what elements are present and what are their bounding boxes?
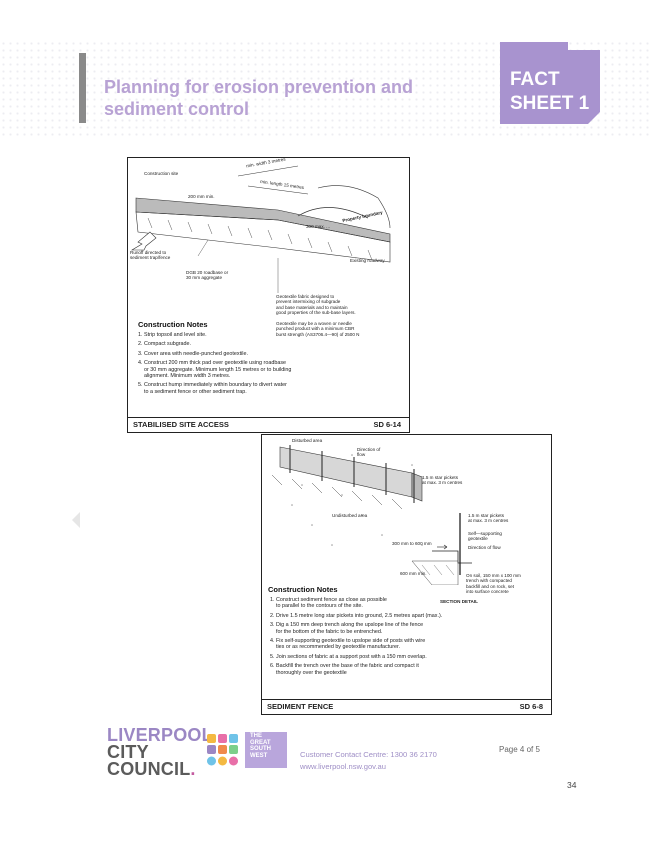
star-pickets-top-label: 1.5 m star pickets at max. 3 m centres [422,475,463,486]
flow-direction-top-label: Direction of flow [357,447,381,458]
construction-site-label: Construction site [144,171,179,176]
gsw-line: THE [250,733,262,739]
figure-title: SEDIMENT FENCE [267,702,334,711]
figure-caption-bar: SEDIMENT FENCE SD 6-8 [262,699,551,714]
disturbed-area-label: Disturbed area [292,438,323,443]
fact-sheet-label: FACT SHEET 1 [510,68,589,116]
gsw-line: WEST [250,752,268,759]
runoff-label: Runoff directed to sediment trap/fence [130,250,171,261]
figure-code: SD 6-14 [373,420,401,429]
fence-height-label: 300 mm to 600 mm [392,541,432,546]
list-item: 4. Fix self-supporting geotextile to ups… [270,638,426,651]
page-title: Planning for erosion prevention and sedi… [104,76,474,120]
contact-details: Customer Contact Centre: 1300 36 2170 ww… [300,749,437,773]
section-detail-label: SECTION DETAIL [440,599,478,604]
council-logo-line-1: LIVERPOOL [107,725,213,745]
trench-note-label: On soil, 150 mm x 100 mm trench with com… [466,573,521,595]
great-south-west-logo [207,732,287,768]
gsw-line: GREAT [250,739,271,746]
max-300-label: 300 max. ... [306,224,331,229]
existing-roadway-label: Existing roadway [350,258,385,263]
site-access-drawing [130,165,391,293]
great-south-west-text: THE GREAT SOUTH WEST [250,733,271,759]
contact-phone[interactable]: 1300 36 2170 [390,750,437,759]
title-accent-bar [79,53,86,123]
website-link[interactable]: www.liverpool.nsw.gov.au [300,762,386,771]
list-item: 1. Strip topsoil and level site. [138,332,207,338]
sediment-fence-figure: Disturbed area Direction of flow 1.5 m s… [261,434,552,715]
star-pickets-right-label: 1.5 m star pickets at max. 3 m centres [468,513,509,524]
roadbase-label: DGB 20 roadbase or 30 mm aggregate [186,270,229,281]
title-line-1: Planning for erosion prevention and [104,77,414,97]
construction-notes-heading: Construction Notes [268,585,338,594]
sediment-fence-drawing [271,445,472,585]
list-item: 2. Drive 1.5 metre long star pickets int… [270,612,443,619]
construction-notes-heading: Construction Notes [138,320,208,329]
geotextile-note-label: Geotextile fabric designed to prevent in… [276,294,356,316]
list-item: 1. Construct sediment fence as close as … [270,597,387,610]
construction-notes-list: 1. Strip topsoil and level site. 2. Comp… [138,332,400,398]
council-logo-dot: . [190,759,196,779]
list-item: 3. Cover area with needle-punched geotex… [138,350,248,357]
figure-caption-bar: STABILISED SITE ACCESS SD 6-14 [128,417,409,432]
list-item: 5. Construct hump immediately within bou… [138,382,287,395]
list-item: 6. Backfill the trench over the base of … [270,663,419,676]
fact-sheet-badge [500,42,600,124]
stabilised-site-access-figure: Construction site min. width 3 metres mi… [127,157,410,433]
self-supporting-geotextile-label: Self—supporting geotextile [468,531,502,542]
chevron-left-icon [72,512,80,528]
document-page-number: 34 [567,780,577,790]
flow-direction-right-label: Direction of flow [468,545,501,550]
geotextile-spec-label: Geotextile may be a woven or needle punc… [276,321,360,337]
gsw-line: SOUTH [250,746,271,753]
list-item: 4. Construct 200 mm thick pad over geote… [138,360,292,380]
council-logo-line-2: CITY [107,742,149,762]
list-item: 2. Compact subgrade. [138,341,192,348]
fact-label: FACT [510,69,560,90]
page-indicator: Page 4 of 5 [499,745,540,754]
undisturbed-area-label: Undisturbed area [332,513,368,518]
figure-code: SD 6-8 [519,702,543,711]
list-item: 3. Dig a 150 mm deep trench along the up… [270,622,424,635]
list-item: 5. Join sections of fabric at a support … [270,653,427,660]
sheet-number-label: SHEET 1 [510,93,590,114]
liverpool-city-council-logo: LIVERPOOL CITY COUNCIL. [107,725,213,779]
contact-centre-label: Customer Contact Centre: [300,750,389,759]
title-line-2: sediment control [104,99,250,119]
thickness-label: 200 mm min. [188,194,215,199]
construction-notes-list: 1. Construct sediment fence as close as … [270,597,542,679]
figure-title: STABILISED SITE ACCESS [133,420,229,429]
embed-depth-label: 600 mm min. [400,571,427,576]
council-logo-line-3: COUNCIL [107,759,191,779]
